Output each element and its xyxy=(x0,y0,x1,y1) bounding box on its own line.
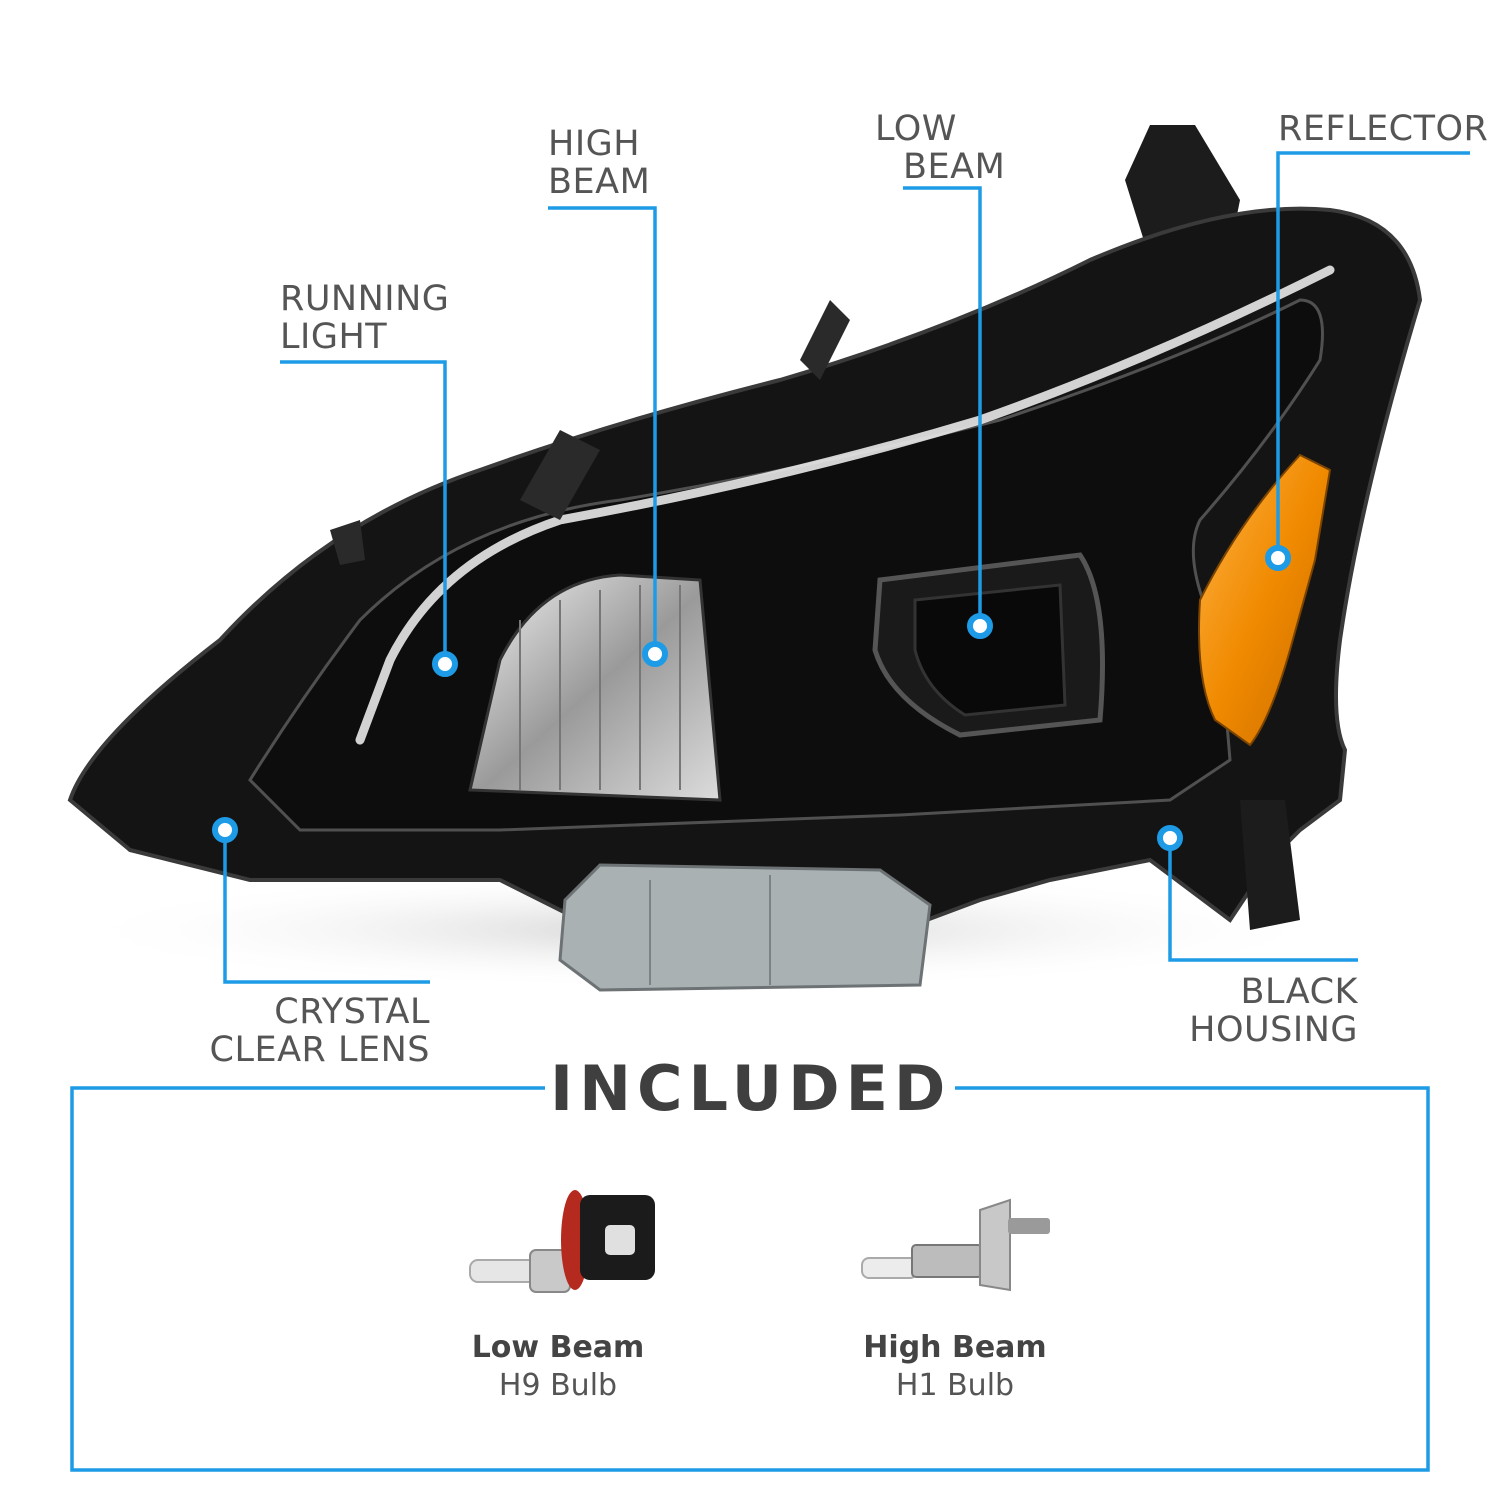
crystal-clear-lens-dot xyxy=(212,817,238,843)
included-frame xyxy=(70,1086,1430,1472)
black-housing-leader xyxy=(1168,838,1358,962)
low-beam-leader xyxy=(903,186,982,624)
low-beam-dot xyxy=(967,613,993,639)
black-housing-dot xyxy=(1157,825,1183,851)
low-beam-item-name: Low Beam xyxy=(471,1330,645,1365)
reflector-label: REFLECTOR xyxy=(1278,109,1489,149)
running-light-dot xyxy=(432,651,458,677)
headlight-assembly xyxy=(67,125,1423,992)
reflector-leader xyxy=(1276,151,1470,555)
h1-bulb-icon xyxy=(861,1198,1050,1292)
low-beam-item-bulb: H9 Bulb xyxy=(498,1368,618,1403)
high-beam-leader xyxy=(548,206,657,652)
callout-lines xyxy=(70,151,1470,1472)
included-title: INCLUDED xyxy=(550,1052,952,1125)
high-beam-item-bulb: H1 Bulb xyxy=(895,1368,1015,1403)
h9-bulb-icon xyxy=(469,1190,655,1293)
running-light-leader xyxy=(280,360,447,662)
high-beam-item-name: High Beam xyxy=(863,1330,1047,1365)
reflector-dot xyxy=(1265,545,1291,571)
crystal-clear-lens-leader xyxy=(223,830,430,984)
high-beam-dot xyxy=(642,641,668,667)
callout-dots xyxy=(212,545,1291,851)
